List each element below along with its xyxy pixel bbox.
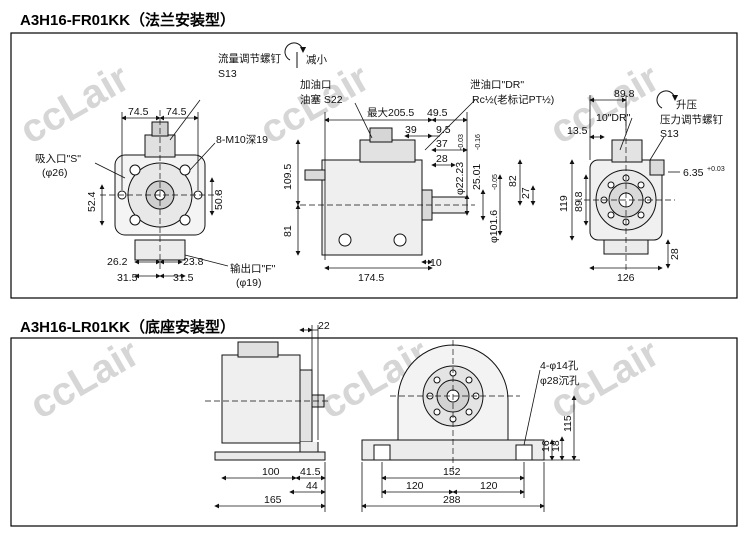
dim-22: 22 <box>318 320 330 332</box>
dim-81: 81 <box>282 225 294 237</box>
watermark-1: ccLair <box>13 56 137 153</box>
flange-side-dims <box>295 99 536 271</box>
decrease-arrow-icon <box>284 42 307 68</box>
dim-22-23-tol: -0.03 <box>458 134 465 150</box>
pressure-screw-label: 压力调节螺钉 <box>660 113 723 126</box>
plug-label: 油塞 S22 <box>300 93 343 106</box>
dim-89-8-side: 89.8 <box>573 191 585 212</box>
drain-thread-label: Rc½(老标记PT½) <box>472 93 554 106</box>
dim-27: 27 <box>520 187 532 199</box>
dim-126: 126 <box>617 272 635 284</box>
dim-288: 288 <box>443 494 461 506</box>
flange-left-view <box>100 110 220 270</box>
increase-arrow-icon <box>656 90 679 109</box>
dim-6-35: 6.35 <box>683 167 704 179</box>
dim-115: 115 <box>562 415 574 432</box>
dim-22-23: φ22.23 <box>454 162 466 195</box>
dim-74-5-right: 74.5 <box>166 106 187 118</box>
outlet-label: 输出口"F" <box>230 262 276 275</box>
holes-label: 4-φ14孔 <box>540 359 579 372</box>
dim-13-5: 13.5 <box>567 125 588 137</box>
dim-28-right: 28 <box>669 248 681 260</box>
dim-82: 82 <box>507 175 519 187</box>
foot-side-dims <box>214 325 326 512</box>
dim-152: 152 <box>443 466 461 478</box>
foot-front-view <box>361 340 545 470</box>
dim-174-5: 174.5 <box>358 272 384 284</box>
counterbore-label: φ28沉孔 <box>540 374 580 387</box>
flange-model-title: A3H16-FR01KK（法兰安装型） <box>20 12 236 29</box>
dim-16: 16 <box>540 440 552 452</box>
foot-front-dims <box>361 369 580 512</box>
flange-right-view <box>575 120 675 270</box>
dim-26-2: 26.2 <box>107 256 128 268</box>
inlet-diameter: (φ26) <box>42 167 67 179</box>
dim-44: 44 <box>306 480 318 492</box>
dim-74-5-left: 74.5 <box>128 106 149 118</box>
inlet-label: 吸入口"S" <box>35 153 81 165</box>
dim-39: 39 <box>405 124 417 136</box>
dim-120-right: 120 <box>480 480 498 492</box>
dim-9-5: 9.5 <box>436 124 451 136</box>
flange-left-texts: 74.5 74.5 52.4 50.8 26.2 23.8 31.5 31.5 … <box>35 52 327 289</box>
pressure-screw-size: S13 <box>660 128 679 140</box>
foot-side-view <box>205 341 330 461</box>
foot-panel-frame <box>10 337 738 527</box>
dim-120-left: 120 <box>406 480 424 492</box>
dim-31-5-right: 31.5 <box>173 272 194 284</box>
drain-10-label: 10"DR" <box>596 112 631 124</box>
dim-101-6: φ101.6 <box>488 210 500 243</box>
dim-23-8: 23.8 <box>183 256 204 268</box>
dim-50-8: 50.8 <box>213 189 225 210</box>
flange-panel-frame <box>10 32 738 299</box>
outlet-diameter: (φ19) <box>236 277 261 289</box>
dim-28: 28 <box>436 153 448 165</box>
foot-pump-body <box>221 354 301 444</box>
dim-109-5: 109.5 <box>282 164 294 190</box>
foot-model-title: A3H16-LR01KK（底座安装型） <box>20 319 236 336</box>
dim-119: 119 <box>558 195 570 212</box>
foot-base-plate <box>214 451 326 461</box>
flow-screw-size: S13 <box>218 68 237 80</box>
side-pump-body <box>321 159 423 256</box>
dim-31-5-left: 31.5 <box>117 272 138 284</box>
side-top-cover <box>359 139 416 163</box>
dim-101-6-tol: -0.05 <box>492 174 499 190</box>
dim-41-5: 41.5 <box>300 466 321 478</box>
drain-port-label: 泄油口"DR" <box>470 78 524 91</box>
watermark-3: ccLair <box>543 56 667 153</box>
dim-18: 18 <box>550 440 562 452</box>
flange-right-dims <box>569 95 680 271</box>
dim-100: 100 <box>262 466 280 478</box>
dim-6-35-tol: +0.03 <box>707 166 725 173</box>
bolt-holes-label: 8-M10深19 <box>216 134 268 146</box>
dim-89-8-top: 89.8 <box>614 88 635 100</box>
flange-right-texts: 89.8 10"DR" 13.5 升压 压力调节螺钉 S13 6.35 +0.0… <box>558 88 725 284</box>
flange-left-dims <box>94 99 229 279</box>
dim-25-01-tol: -0.16 <box>475 134 482 150</box>
flange-side-texts: 加油口 油塞 S22 泄油口"DR" Rc½(老标记PT½) 最大205.5 4… <box>282 78 554 284</box>
fill-port-label: 加油口 <box>300 78 332 91</box>
dim-49-5: 49.5 <box>427 107 448 119</box>
foot-front-texts: 4-φ14孔 φ28沉孔 16 18 115 152 120 120 288 <box>406 359 580 506</box>
increase-label: 升压 <box>676 99 697 111</box>
foot-side-texts: 22 100 41.5 44 165 <box>262 320 330 506</box>
flow-screw-label: 流量调节螺钉 <box>218 52 281 65</box>
dim-25-01: 25.01 <box>471 164 483 190</box>
dim-10: 10 <box>430 257 442 269</box>
dim-52-4: 52.4 <box>86 191 98 212</box>
dim-37: 37 <box>436 138 448 150</box>
watermark-4: ccLair <box>23 331 147 428</box>
foot-bracket <box>299 369 313 443</box>
flange-side-view <box>300 127 475 256</box>
decrease-label: 减小 <box>306 54 327 66</box>
dim-max-205-5: 最大205.5 <box>367 106 414 119</box>
dim-165: 165 <box>264 494 282 506</box>
